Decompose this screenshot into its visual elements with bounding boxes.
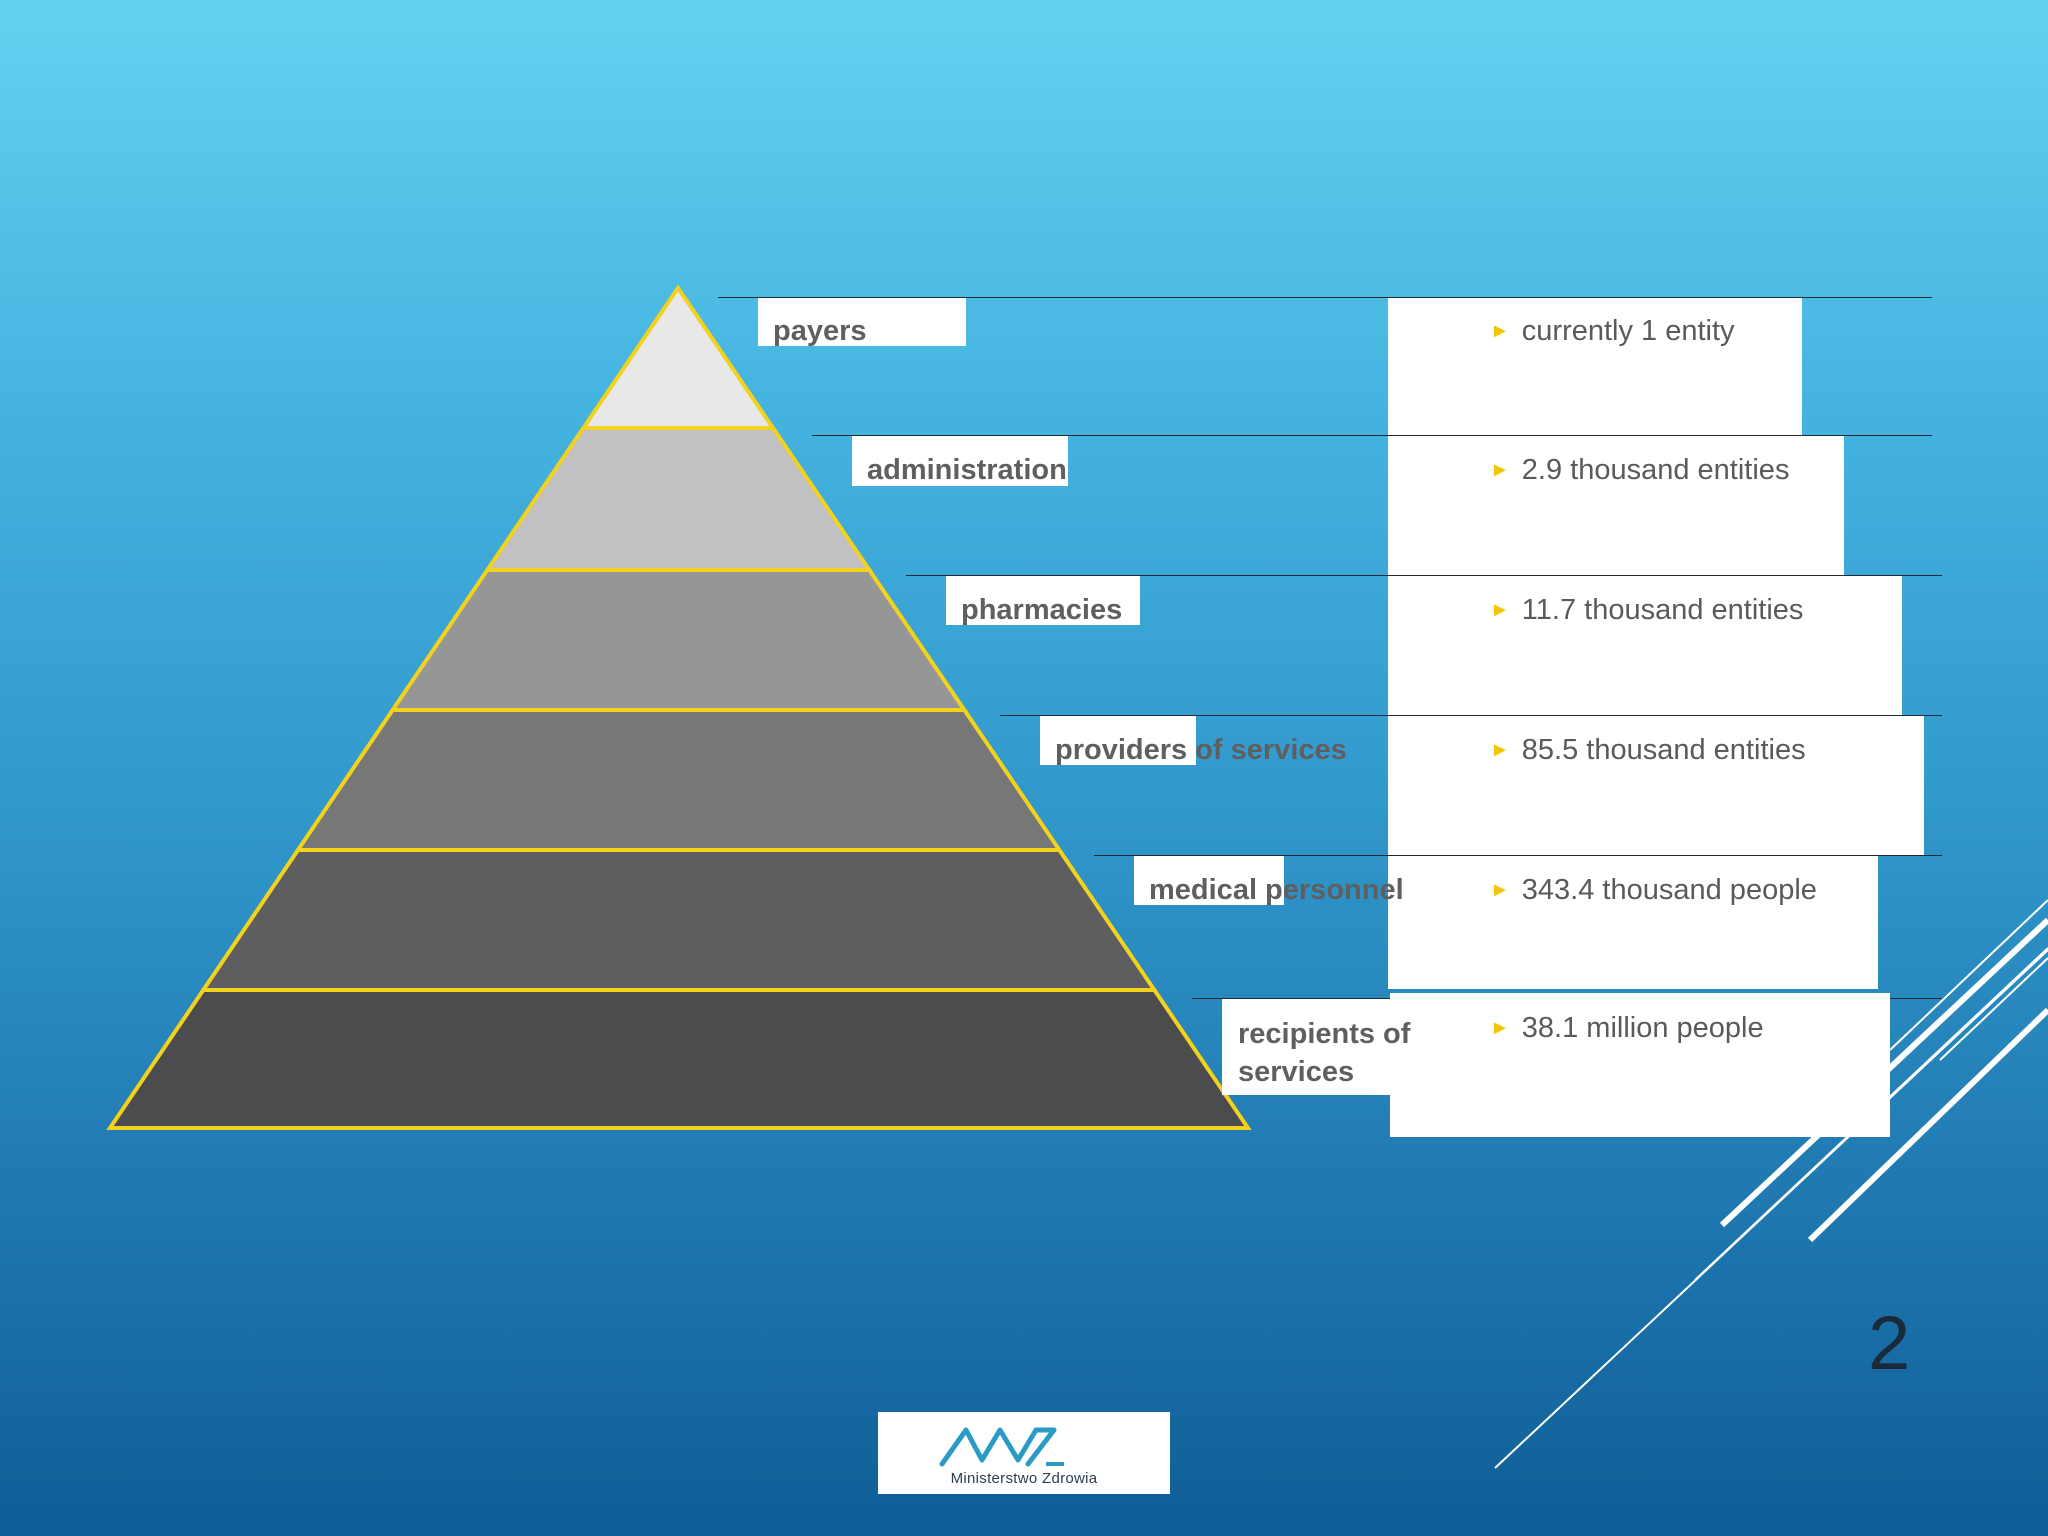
mz-logo-mark-icon: [939, 1427, 1064, 1467]
pyramid-level-1: [579, 284, 777, 430]
triangle-bullet-icon: ►: [1490, 599, 1510, 621]
level-value-pharmacies: ►11.7 thousand entities: [1490, 594, 1804, 626]
label-backdrop: [1134, 856, 1284, 905]
level-value-payers: ►currently 1 entity: [1490, 315, 1735, 347]
pyramid-level-4: [294, 708, 1064, 852]
triangle-bullet-icon: ►: [1490, 320, 1510, 342]
level-label-recipients: recipients of services: [1238, 1018, 1411, 1088]
value-backdrop: [1390, 993, 1890, 1137]
pyramid-level-3: [388, 568, 969, 712]
level-value-administration: ►2.9 thousand entities: [1490, 454, 1790, 486]
level-label-medical-personnel: medical personnel: [1149, 874, 1404, 906]
divider-line: [1094, 855, 1942, 856]
level-value-providers: ►85.5 thousand entities: [1490, 734, 1806, 766]
divider-line: [718, 297, 1932, 298]
label-backdrop: [758, 298, 966, 346]
triangle-bullet-icon: ►: [1490, 459, 1510, 481]
triangle-bullet-icon: ►: [1490, 739, 1510, 761]
pyramid-level-6: [106, 988, 1252, 1130]
label-backdrop: [852, 436, 1068, 486]
pyramid-level-5: [199, 848, 1159, 992]
value-backdrop: [1388, 576, 1902, 715]
triangle-bullet-icon: ►: [1490, 1017, 1510, 1039]
level-label-pharmacies: pharmacies: [961, 594, 1123, 626]
pyramid-level-2: [483, 426, 874, 572]
value-backdrop: [1388, 298, 1802, 435]
divider-line: [1000, 715, 1942, 716]
label-backdrop: [1222, 999, 1402, 1095]
level-value-recipients: ►38.1 million people: [1490, 1012, 1764, 1044]
value-backdrop: [1388, 716, 1924, 855]
divider-line: [906, 575, 1942, 576]
ministry-logo: Ministerstwo Zdrowia: [878, 1412, 1170, 1494]
value-backdrop: [1388, 436, 1844, 575]
triangle-bullet-icon: ►: [1490, 879, 1510, 901]
label-backdrop: [1040, 716, 1196, 765]
level-label-payers: payers: [773, 315, 867, 347]
level-label-providers: providers of services: [1055, 734, 1347, 766]
level-value-medical-personnel: ►343.4 thousand people: [1490, 874, 1817, 906]
slide-number: 2: [1868, 1301, 1911, 1386]
divider-line: [812, 435, 1932, 436]
value-backdrop: [1388, 856, 1878, 989]
logo-caption: Ministerstwo Zdrowia: [950, 1470, 1098, 1487]
label-backdrop: [946, 576, 1140, 625]
level-label-administration: administration: [867, 454, 1067, 486]
